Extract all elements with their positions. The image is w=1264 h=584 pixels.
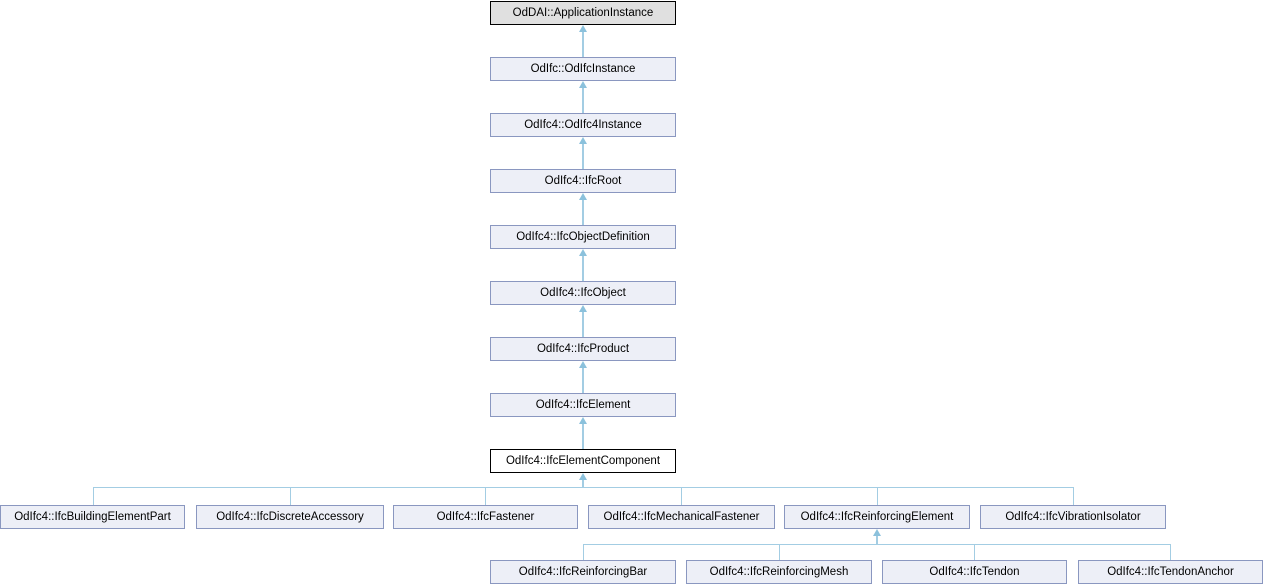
arrowhead-up-icon [579, 305, 587, 312]
edge-line [582, 144, 584, 169]
arrowhead-up-icon [873, 529, 881, 536]
edge-stub-line [583, 545, 584, 560]
arrowhead-up-icon [579, 81, 587, 88]
edge-connector-line [583, 544, 1171, 545]
edge-line [582, 256, 584, 281]
edge-line [582, 480, 584, 488]
edge-line [582, 88, 584, 113]
edge-line [582, 32, 584, 57]
edge-line [582, 424, 584, 449]
node-odifc4-ifcreinforcingbar[interactable]: OdIfc4::IfcReinforcingBar [490, 560, 676, 584]
arrowhead-up-icon [579, 473, 587, 480]
node-odifc4-ifctendon[interactable]: OdIfc4::IfcTendon [882, 560, 1067, 584]
node-odifc4-ifcobjectdefinition[interactable]: OdIfc4::IfcObjectDefinition [490, 225, 676, 249]
arrowhead-up-icon [579, 137, 587, 144]
node-odifc4-ifcfastener[interactable]: OdIfc4::IfcFastener [393, 505, 578, 529]
node-odifc4-ifcreinforcingelement[interactable]: OdIfc4::IfcReinforcingElement [784, 505, 970, 529]
edge-stub-line [93, 488, 94, 505]
edge-stub-line [681, 488, 682, 505]
node-odifc4-ifcreinforcingmesh[interactable]: OdIfc4::IfcReinforcingMesh [686, 560, 872, 584]
node-odifc4-ifcproduct[interactable]: OdIfc4::IfcProduct [490, 337, 676, 361]
node-odifc4-odifc4instance[interactable]: OdIfc4::OdIfc4Instance [490, 113, 676, 137]
node-odifc4-ifcbuildingelementpart[interactable]: OdIfc4::IfcBuildingElementPart [0, 505, 185, 529]
arrowhead-up-icon [579, 25, 587, 32]
node-odifc4-ifcelement[interactable]: OdIfc4::IfcElement [490, 393, 676, 417]
edge-line [876, 536, 878, 545]
edge-stub-line [877, 488, 878, 505]
arrowhead-up-icon [579, 417, 587, 424]
edge-line [582, 368, 584, 393]
node-oddai-applicationinstance[interactable]: OdDAI::ApplicationInstance [490, 1, 676, 25]
edge-stub-line [1073, 488, 1074, 505]
node-odifc4-ifcroot[interactable]: OdIfc4::IfcRoot [490, 169, 676, 193]
arrowhead-up-icon [579, 249, 587, 256]
node-odifc4-ifcmechanicalfastener[interactable]: OdIfc4::IfcMechanicalFastener [588, 505, 775, 529]
edge-line [582, 200, 584, 225]
node-odifc-odifcinstance[interactable]: OdIfc::OdIfcInstance [490, 57, 676, 81]
node-odifc4-ifcobject[interactable]: OdIfc4::IfcObject [490, 281, 676, 305]
arrowhead-up-icon [579, 193, 587, 200]
node-odifc4-ifcelementcomponent: OdIfc4::IfcElementComponent [490, 449, 676, 473]
node-odifc4-ifcdiscreteaccessory[interactable]: OdIfc4::IfcDiscreteAccessory [196, 505, 384, 529]
edge-connector-line [93, 487, 1074, 488]
edge-stub-line [290, 488, 291, 505]
edge-stub-line [779, 545, 780, 560]
edge-line [582, 312, 584, 337]
edge-stub-line [1170, 545, 1171, 560]
node-odifc4-ifctendonanchor[interactable]: OdIfc4::IfcTendonAnchor [1078, 560, 1263, 584]
edge-stub-line [974, 545, 975, 560]
arrowhead-up-icon [579, 361, 587, 368]
edge-stub-line [485, 488, 486, 505]
node-odifc4-ifcvibrationisolator[interactable]: OdIfc4::IfcVibrationIsolator [980, 505, 1166, 529]
